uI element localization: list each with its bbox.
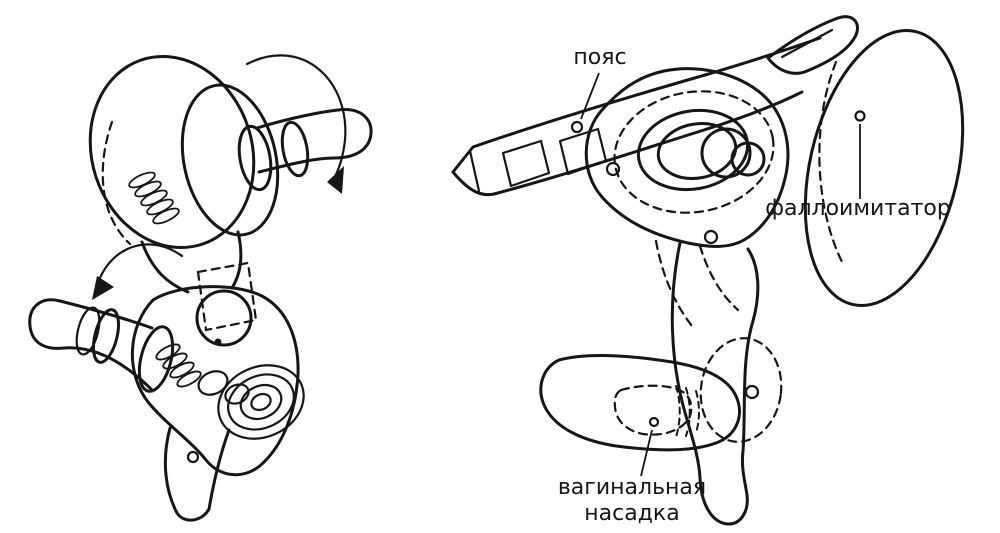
- lower-thread-coil: [155, 343, 202, 388]
- dildo-shaft-circle: [700, 127, 752, 179]
- upper-plug-shaft: [255, 108, 373, 174]
- dildo-inner-ring: [656, 122, 738, 180]
- label-dildo: фаллоимитатор: [765, 196, 951, 221]
- strap-tail: [163, 426, 231, 522]
- top-ring-dashed-inner: [101, 120, 132, 246]
- dildo-tip-circle: [730, 141, 766, 177]
- rotation-arrow-upper-arc: [245, 54, 347, 182]
- upper-plug-constriction-ring: [280, 120, 310, 178]
- leader-line-vaginal: [640, 429, 653, 477]
- figure-right-assembled-view: пояс фаллоимитатор вагинальная насадка: [451, 15, 965, 526]
- belt-slot-1: [501, 139, 551, 188]
- leader-marker-dildo: [854, 110, 866, 122]
- belt-folded-tip: [766, 15, 859, 75]
- rotation-arrow-lower-arc: [97, 243, 184, 282]
- left-top-ring-inner: [180, 83, 280, 237]
- leader-marker-vaginal: [648, 416, 660, 428]
- hub-dashed-ring: [613, 90, 775, 214]
- hub-knob-small: [224, 383, 250, 405]
- hip-loop: [803, 29, 965, 307]
- hip-loop-dashed-inner: [818, 60, 844, 264]
- lower-plug-base-ring: [137, 325, 175, 393]
- label-belt: пояс: [573, 45, 626, 70]
- vaginal-attachment-thread-lines: [675, 385, 700, 438]
- vaginal-attachment-dashed-insert: [613, 384, 693, 436]
- neck-left-edge: [140, 240, 190, 294]
- leader-line-belt: [580, 72, 600, 120]
- leader-marker-belt: [570, 120, 584, 134]
- hub-leg-dashed-left: [654, 239, 694, 328]
- rotation-arrow-lower-head-icon: [92, 276, 114, 300]
- hub-knob-large: [197, 370, 229, 396]
- belt-tip-fold-line: [468, 149, 481, 193]
- strap-tail-hole: [186, 450, 200, 464]
- hub-outline: [584, 67, 790, 248]
- vaginal-attachment-arm: [539, 354, 741, 452]
- belt-slot-2: [558, 127, 608, 176]
- hub-pad-outline: [130, 285, 300, 477]
- neck-right-edge: [230, 230, 243, 290]
- hub-leg-dashed-right: [698, 244, 740, 312]
- rotation-arrow-upper-head-icon: [327, 166, 344, 194]
- upper-plug-base-ring: [237, 124, 273, 192]
- flange-rings: [217, 364, 305, 440]
- rivet-leg-strap: [744, 384, 760, 400]
- label-vaginal-line1: вагинальная: [558, 475, 706, 500]
- dashed-mount-plate: [196, 261, 258, 332]
- belt-folded-tip-line: [780, 28, 834, 59]
- label-vaginal-line2: насадка: [584, 501, 679, 526]
- lower-plug-constriction-ring: [91, 308, 121, 364]
- upper-thread-coil: [128, 171, 180, 225]
- lower-plug-second-ring: [75, 306, 101, 356]
- rivet-hub-left: [605, 161, 621, 177]
- leg-strap-dashed-pad: [699, 337, 783, 443]
- mount-circle: [195, 289, 253, 347]
- mount-dot: [214, 338, 222, 346]
- belt-top-edge: [451, 36, 822, 174]
- rivet-hub-bottom: [703, 229, 719, 245]
- figure-left-detail-view: [28, 54, 373, 522]
